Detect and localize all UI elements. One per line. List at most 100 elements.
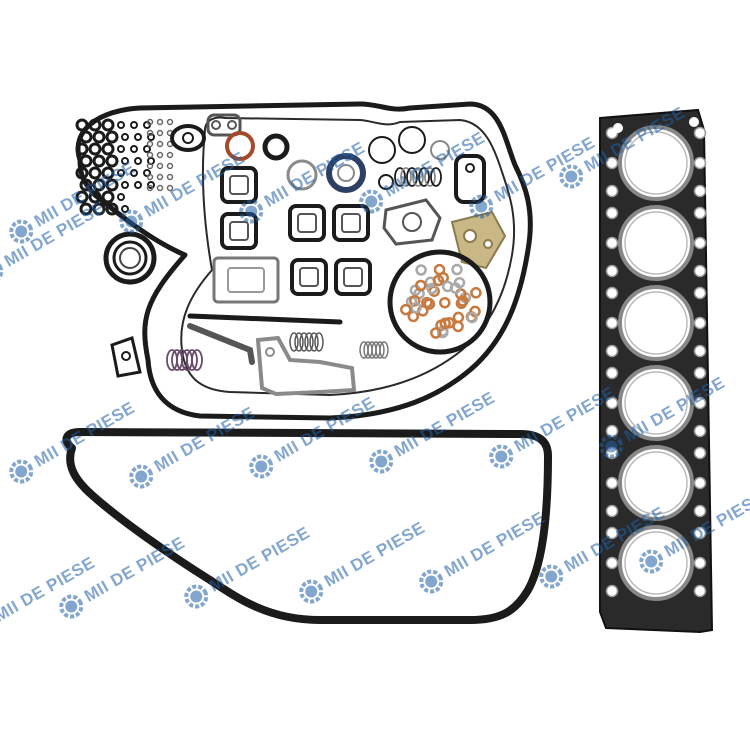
- cylinder-head-gasket: [599, 108, 714, 634]
- water-pump-gasket: [382, 198, 442, 246]
- bolt-hole: [605, 156, 619, 170]
- bolt-hole: [605, 264, 619, 278]
- o-ring: [147, 133, 155, 141]
- manifold-gasket: [220, 166, 258, 204]
- bolt-hole: [693, 264, 707, 278]
- copper-washer: [466, 311, 478, 324]
- small-o-ring: [156, 162, 164, 170]
- copper-washer: [439, 317, 451, 330]
- o-ring: [75, 166, 89, 180]
- bolt-hole: [693, 424, 707, 438]
- crank-seal: [103, 231, 157, 285]
- stacked-o-ring: [289, 332, 299, 352]
- o-ring: [88, 166, 102, 180]
- bolt-hole: [605, 504, 619, 518]
- copper-washer: [451, 263, 463, 276]
- o-ring: [101, 118, 115, 132]
- manifold-port: [299, 267, 319, 287]
- bolt-hole: [693, 184, 707, 198]
- o-ring: [117, 169, 125, 177]
- small-o-ring: [166, 162, 174, 170]
- seal-rings: [225, 126, 450, 193]
- side-gasket: [454, 154, 486, 204]
- strip-gasket: [187, 313, 343, 365]
- stacked-o-ring: [375, 341, 385, 359]
- stacked-o-ring: [418, 167, 430, 187]
- copper-washer: [430, 327, 442, 339]
- copper-washer-set: [387, 249, 493, 355]
- bracket-gasket-small: [110, 336, 142, 378]
- bolt-hole: [605, 286, 619, 300]
- cylinder-fire-ring: [624, 371, 688, 435]
- copper-washer: [415, 279, 427, 292]
- bolt-hole: [693, 126, 707, 140]
- copper-washer: [470, 287, 482, 299]
- copper-washer: [452, 311, 465, 324]
- copper-washer: [433, 263, 446, 276]
- o-ring: [117, 145, 125, 153]
- o-ring: [75, 142, 89, 156]
- small-o-ring: [146, 184, 154, 192]
- bolt-hole: [693, 316, 707, 330]
- small-o-ring: [146, 118, 154, 126]
- manifold-gasket: [290, 258, 328, 296]
- manifold-gasket: [332, 204, 370, 242]
- manifold-port: [297, 213, 317, 233]
- bolt-hole: [605, 206, 619, 220]
- bolt-hole: [689, 117, 699, 127]
- o-ring: [79, 202, 93, 216]
- small-o-ring: [146, 151, 154, 159]
- o-ring: [101, 142, 115, 156]
- manifold-gasket: [334, 258, 372, 296]
- copper-washer: [410, 301, 422, 314]
- o-ring: [101, 166, 115, 180]
- o-ring: [121, 181, 129, 189]
- bolt-hole: [605, 424, 619, 438]
- copper-washer: [400, 303, 412, 316]
- cylinder-fire-ring: [624, 211, 688, 275]
- o-ring: [79, 154, 93, 168]
- bolt-hole: [605, 584, 619, 598]
- o-ring: [105, 202, 119, 216]
- intake-gasket: [212, 256, 280, 304]
- stacked-o-ring: [309, 332, 319, 352]
- bolt-hole: [693, 476, 707, 490]
- oil-pan-gasket: [62, 428, 552, 624]
- o-ring: [117, 193, 125, 201]
- o-ring: [143, 145, 151, 153]
- bolt-hole: [693, 286, 707, 300]
- stacked-o-ring: [430, 167, 442, 187]
- copper-washer: [439, 296, 451, 309]
- stacked-o-ring: [186, 349, 198, 371]
- small-o-ring: [166, 118, 174, 126]
- brass-bracket-gasket: [450, 210, 507, 270]
- stacked-o-ring: [304, 332, 314, 352]
- o-ring: [121, 205, 129, 213]
- o-ring: [79, 130, 93, 144]
- oring-stack: [394, 167, 442, 187]
- bolt-hole: [605, 236, 619, 250]
- o-ring: [92, 202, 106, 216]
- o-ring: [130, 169, 138, 177]
- manifold-port: [229, 221, 249, 241]
- metal-plate-gasket: [255, 335, 357, 397]
- stacked-o-ring: [379, 341, 389, 359]
- bolt-hole: [605, 446, 619, 460]
- o-ring: [134, 157, 142, 165]
- stacked-o-ring: [191, 349, 203, 371]
- bolt-hole: [693, 584, 707, 598]
- manifold-port: [341, 213, 361, 233]
- bolt-hole: [693, 446, 707, 460]
- bolt-hole: [605, 556, 619, 570]
- top-oval-gaskets: [170, 113, 242, 152]
- bolt-hole: [693, 236, 707, 250]
- o-ring: [92, 130, 106, 144]
- o-ring: [130, 121, 138, 129]
- manifold-gasket: [220, 212, 258, 250]
- copper-washer: [426, 282, 438, 295]
- stacked-o-ring: [406, 167, 418, 187]
- bolt-hole: [693, 396, 707, 410]
- o-ring: [105, 154, 119, 168]
- o-ring: [134, 133, 142, 141]
- bolt-hole: [605, 396, 619, 410]
